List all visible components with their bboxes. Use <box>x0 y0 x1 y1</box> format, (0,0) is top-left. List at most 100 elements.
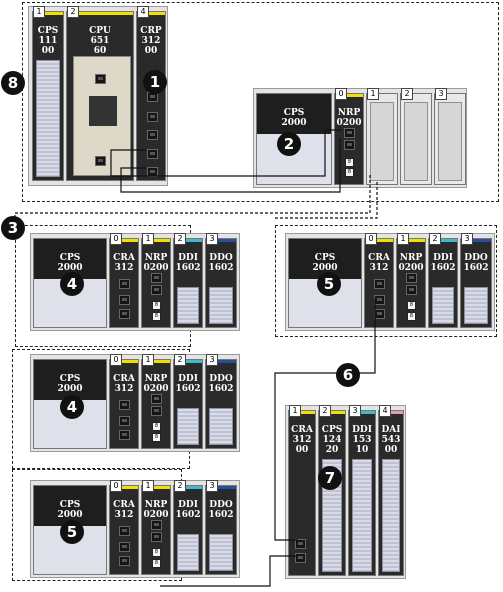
power-supply-module: CPS 2000 <box>33 359 107 449</box>
slot-number: 4 <box>379 405 391 417</box>
module-label: NRP 0200 <box>143 500 169 520</box>
copper-link-return <box>160 555 298 587</box>
module-label: DDI 1602 <box>430 253 456 273</box>
fiber-port[interactable]: 8 <box>152 559 161 568</box>
callout-2: 2 <box>277 132 301 156</box>
ethernet-port[interactable] <box>151 406 162 416</box>
ethernet-port[interactable] <box>119 430 130 440</box>
crp-module: CRP 312 00 <box>136 11 166 181</box>
ethernet-port[interactable] <box>344 140 355 150</box>
callout-7: 7 <box>318 466 342 490</box>
slot-number: 1 <box>289 405 301 417</box>
ethernet-port[interactable] <box>119 416 130 426</box>
slot-number: 1 <box>142 480 154 492</box>
callout-5: 5 <box>317 272 341 296</box>
ethernet-port[interactable] <box>151 532 162 542</box>
ethernet-port[interactable] <box>295 553 306 563</box>
main-network-boundary <box>22 2 499 202</box>
module-label: CPU 651 60 <box>89 26 111 56</box>
fiber-port[interactable]: 8 <box>152 433 161 442</box>
ethernet-port[interactable] <box>119 526 130 536</box>
cra-module: CRA 312 <box>109 238 139 328</box>
module-label: DDI 153 10 <box>352 425 372 455</box>
slot-number: 0 <box>110 233 122 245</box>
fiber-port[interactable]: 8 <box>345 168 354 177</box>
ethernet-port[interactable] <box>344 128 355 138</box>
cra-module: CRA 312 <box>109 359 139 449</box>
ddo-module: DDO 1602 <box>205 359 237 449</box>
fiber-port[interactable]: 8 <box>152 312 161 321</box>
ddi-module: DDI 153 10 <box>348 410 376 576</box>
module-label: DDI 1602 <box>175 253 201 273</box>
cable-main-to-rack2-b <box>120 138 341 193</box>
ethernet-port[interactable] <box>151 273 162 283</box>
fiber-port[interactable]: 8 <box>152 301 161 310</box>
module-label: NRP 0200 <box>398 253 424 273</box>
ethernet-port[interactable] <box>295 539 306 549</box>
ethernet-port[interactable] <box>119 400 130 410</box>
dai-module: DAI 543 00 <box>378 410 404 576</box>
power-supply-module: CPS 2000 <box>288 238 362 328</box>
callout-4: 4 <box>60 395 84 419</box>
ethernet-port[interactable] <box>406 285 417 295</box>
fiber-port[interactable]: 8 <box>152 548 161 557</box>
ddi-module: DDI 1602 <box>173 485 203 575</box>
callout-4: 4 <box>60 272 84 296</box>
module-label: DAI 543 00 <box>381 425 401 455</box>
slot-number: 3 <box>461 233 473 245</box>
module-label: NRP 0200 <box>143 374 169 394</box>
nrp-module: NRP 0200 8 8 <box>141 359 171 449</box>
empty-slot <box>366 93 398 185</box>
module-label: CPS 111 00 <box>37 26 59 56</box>
fiber-ring-link <box>14 175 371 225</box>
ethernet-port[interactable] <box>147 112 158 122</box>
ddo-module: DDO 1602 <box>460 238 492 328</box>
slot-number: 3 <box>206 354 218 366</box>
module-label: CPS 2000 <box>57 374 83 394</box>
module-label: DDI 1602 <box>175 374 201 394</box>
ethernet-port[interactable] <box>151 285 162 295</box>
ethernet-port[interactable] <box>119 279 130 289</box>
ethernet-port[interactable] <box>151 520 162 530</box>
ethernet-port[interactable] <box>119 295 130 305</box>
callout-1: 1 <box>143 70 167 94</box>
ethernet-port[interactable] <box>95 74 106 84</box>
module-label: DDO 1602 <box>463 253 489 273</box>
slot-number: 2 <box>429 233 441 245</box>
nrp-module: NRP 0200 8 8 <box>334 93 364 185</box>
ethernet-port[interactable] <box>119 556 130 566</box>
module-label: CRA 312 <box>113 500 135 520</box>
copper-link-to-rack7 <box>274 298 376 541</box>
ethernet-port[interactable] <box>147 149 158 159</box>
slot-number: 4 <box>137 6 149 18</box>
module-label: CRP 312 00 <box>140 26 162 56</box>
module-label: CPS 2000 <box>312 253 338 273</box>
callout-3: 3 <box>1 216 25 240</box>
ethernet-port[interactable] <box>95 156 106 166</box>
fiber-port[interactable]: 8 <box>345 158 354 167</box>
empty-slot <box>434 93 466 185</box>
ethernet-port[interactable] <box>119 309 130 319</box>
callout-5: 5 <box>60 520 84 544</box>
ethernet-port[interactable] <box>147 130 158 140</box>
slot-number: 2 <box>319 405 331 417</box>
ddo-module: DDO 1602 <box>205 485 237 575</box>
fiber-port[interactable]: 8 <box>152 422 161 431</box>
slot-number: 1 <box>142 354 154 366</box>
cra-module: CRA 312 <box>109 485 139 575</box>
module-label: DDO 1602 <box>208 500 234 520</box>
fiber-port[interactable]: 8 <box>407 301 416 310</box>
cra-module: CRA 312 <box>364 238 394 328</box>
slot-number: 2 <box>174 233 186 245</box>
ethernet-port[interactable] <box>374 279 385 289</box>
slot-number: 0 <box>335 88 347 100</box>
ethernet-port[interactable] <box>119 542 130 552</box>
ddi-module: DDI 1602 <box>428 238 458 328</box>
ethernet-port[interactable] <box>151 394 162 404</box>
ethernet-port[interactable] <box>406 273 417 283</box>
slot-number: 1 <box>367 88 379 100</box>
module-label: CPS 2000 <box>57 253 83 273</box>
fiber-port[interactable]: 8 <box>407 312 416 321</box>
module-label: DDI 1602 <box>175 500 201 520</box>
